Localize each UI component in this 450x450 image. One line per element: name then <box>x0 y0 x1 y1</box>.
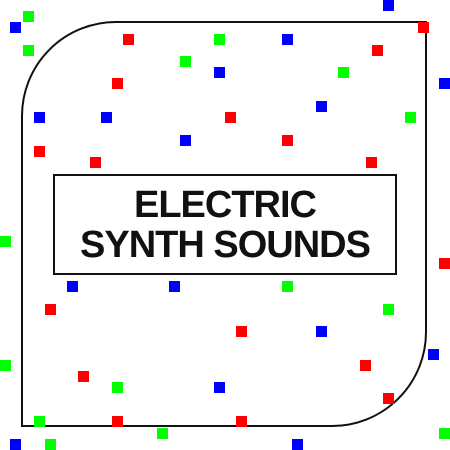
confetti-square <box>112 416 123 427</box>
confetti-square <box>214 67 225 78</box>
rounded-frame <box>21 21 427 427</box>
confetti-square <box>180 135 191 146</box>
confetti-square <box>23 11 34 22</box>
confetti-square <box>439 258 450 269</box>
confetti-square <box>0 236 11 247</box>
confetti-square <box>34 416 45 427</box>
confetti-square <box>428 349 439 360</box>
confetti-square <box>316 326 327 337</box>
confetti-square <box>338 67 349 78</box>
confetti-square <box>236 416 247 427</box>
confetti-square <box>90 157 101 168</box>
confetti-square <box>282 34 293 45</box>
confetti-square <box>383 393 394 404</box>
confetti-square <box>282 135 293 146</box>
confetti-square <box>23 45 34 56</box>
title-box: ELECTRIC SYNTH SOUNDS <box>53 174 397 275</box>
confetti-square <box>383 304 394 315</box>
confetti-square <box>112 382 123 393</box>
confetti-square <box>10 439 21 450</box>
confetti-square <box>112 78 123 89</box>
confetti-square <box>405 112 416 123</box>
confetti-square <box>225 112 236 123</box>
title-line-1: ELECTRIC <box>134 183 317 226</box>
confetti-square <box>236 326 247 337</box>
confetti-square <box>439 428 450 439</box>
confetti-square <box>10 22 21 33</box>
confetti-square <box>101 112 112 123</box>
confetti-square <box>67 281 78 292</box>
confetti-square <box>78 371 89 382</box>
confetti-square <box>418 22 429 33</box>
confetti-square <box>169 281 180 292</box>
confetti-square <box>383 0 394 11</box>
confetti-square <box>292 439 303 450</box>
confetti-square <box>316 101 327 112</box>
confetti-square <box>34 112 45 123</box>
confetti-square <box>360 360 371 371</box>
confetti-square <box>0 360 11 371</box>
confetti-square <box>34 146 45 157</box>
confetti-square <box>439 78 450 89</box>
title-line-2: SYNTH SOUNDS <box>80 223 371 266</box>
confetti-square <box>45 439 56 450</box>
confetti-square <box>123 34 134 45</box>
confetti-square <box>45 304 56 315</box>
confetti-square <box>372 45 383 56</box>
confetti-square <box>180 56 191 67</box>
confetti-square <box>282 281 293 292</box>
confetti-square <box>366 157 377 168</box>
confetti-square <box>157 428 168 439</box>
confetti-square <box>214 34 225 45</box>
confetti-square <box>214 382 225 393</box>
